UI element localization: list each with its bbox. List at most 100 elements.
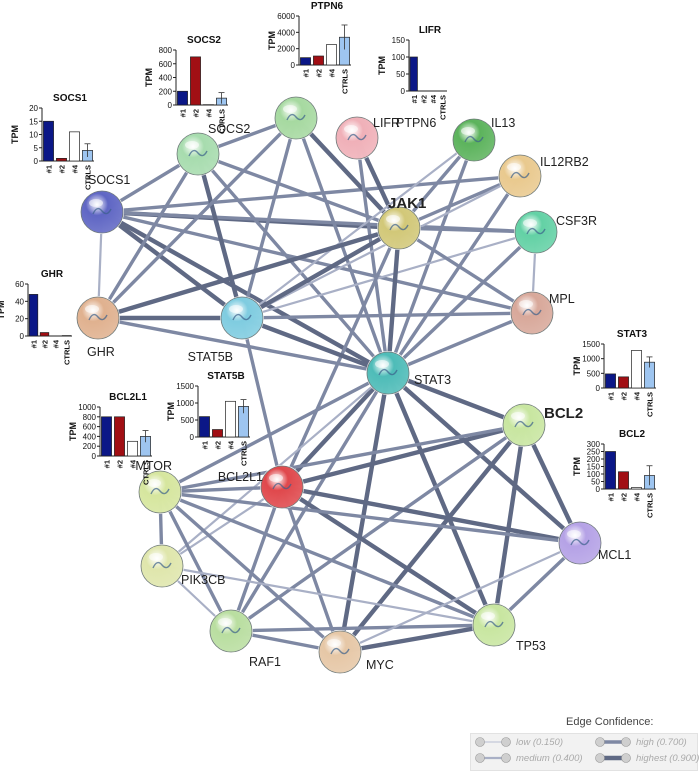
edge-bcl2l1-myc	[280, 485, 342, 654]
protein-structure-icon	[286, 113, 306, 121]
edge-bcl2-bcl2l1	[279, 422, 527, 490]
y-tick-label: 0	[596, 384, 601, 393]
y-tick-label: 0	[291, 61, 296, 70]
edge-socs1-stat5b	[99, 209, 245, 321]
protein-structure-icon	[221, 626, 241, 634]
edge-il12rb2-stat3	[386, 174, 522, 375]
edge-csf3r-stat5b	[240, 230, 538, 320]
node-label: SOCS2	[208, 122, 250, 136]
node-label: IL12RB2	[540, 155, 589, 169]
x-tick-label: #2	[620, 392, 629, 400]
edge-bcl2l1-raf1	[229, 485, 284, 633]
node-pik3cb[interactable]: PIK3CB	[140, 544, 225, 588]
node-label: STAT3	[414, 373, 451, 387]
y-tick-label: 5	[34, 144, 39, 153]
edge-lifr-stat3	[355, 136, 390, 375]
protein-structure-icon	[484, 620, 504, 628]
bar--2	[39, 332, 50, 337]
node-tp53[interactable]: TP53	[472, 603, 546, 653]
y-tick-label: 40	[15, 297, 24, 306]
bar--4	[326, 44, 337, 66]
y-tick-label: 600	[83, 423, 97, 432]
protein-structure-icon	[464, 135, 484, 143]
node-mtor[interactable]: MTOR	[135, 459, 182, 514]
node-label: CSF3R	[556, 214, 597, 228]
node-raf1[interactable]: RAF1	[209, 609, 281, 669]
protein-structure-icon	[514, 420, 534, 428]
legend-label: highest (0.900)	[636, 753, 699, 764]
y-tick-label: 50	[591, 478, 600, 487]
node-ghr[interactable]: GHR	[76, 296, 120, 359]
node-stat3[interactable]: STAT3	[366, 351, 451, 395]
edge-jak1-bcl2l1	[280, 226, 401, 489]
x-tick-label: #1	[30, 340, 39, 348]
node-mpl[interactable]: MPL	[510, 291, 575, 335]
node-myc[interactable]: MYC	[318, 630, 394, 674]
edge-ptpn6-ghr	[96, 116, 298, 320]
node-il13[interactable]: IL13	[452, 116, 515, 162]
x-tick-label: #2	[41, 340, 50, 348]
y-axis-label: TPM	[144, 68, 154, 87]
node-mcl1[interactable]: MCL1	[558, 521, 631, 565]
bar--2	[212, 429, 223, 438]
node-bcl2[interactable]: BCL2	[502, 403, 583, 447]
bar--4	[631, 350, 642, 389]
node-label: JAK1	[388, 195, 426, 212]
x-tick-label: #2	[620, 493, 629, 501]
node-lifr[interactable]: LIFR	[335, 116, 400, 160]
node-bcl2l1[interactable]: BCL2L1	[218, 465, 304, 509]
bar--2	[114, 416, 125, 457]
edge-stat3-tp53	[385, 370, 497, 628]
edge-bcl2-mtor	[158, 423, 526, 494]
legend-node-icon	[595, 753, 605, 763]
node-label: MPL	[549, 292, 575, 306]
x-tick-label: #1	[103, 460, 112, 468]
edge-stat3-bcl2	[385, 370, 527, 428]
protein-structure-icon	[150, 487, 170, 495]
x-tick-label: #1	[179, 109, 188, 117]
node-stat5b[interactable]: STAT5B	[188, 296, 264, 364]
chart-title: STAT5B	[207, 371, 244, 382]
node-label: SOCS1	[88, 173, 130, 187]
y-axis-label: TPM	[572, 357, 582, 376]
node-socs2[interactable]: SOCS2	[176, 122, 250, 176]
protein-structure-icon	[88, 313, 108, 321]
x-tick-label: #2	[419, 95, 428, 103]
edge-jak1-stat5b	[239, 225, 402, 321]
y-tick-label: 60	[15, 280, 24, 289]
bar--1	[43, 120, 54, 162]
chart-title: LIFR	[419, 25, 442, 36]
y-tick-label: 1500	[582, 340, 600, 349]
edge-ghr-stat3	[96, 316, 390, 375]
x-tick-label: #1	[607, 392, 616, 400]
y-tick-label: 4000	[277, 28, 295, 37]
node-ptpn6[interactable]: PTPN6	[274, 96, 436, 140]
edge-bcl2-tp53	[491, 422, 527, 628]
node-csf3r[interactable]: CSF3R	[514, 210, 597, 254]
node-jak1[interactable]: JAK1	[377, 195, 426, 250]
legend-item-high-0-700-: high (0.700)	[595, 737, 687, 748]
y-tick-label: 800	[159, 46, 173, 55]
edge-ptpn6-stat5b	[240, 116, 298, 320]
protein-structure-icon	[389, 223, 409, 231]
node-il12rb2[interactable]: IL12RB2	[498, 154, 589, 198]
node-socs1[interactable]: SOCS1	[80, 173, 130, 234]
node-label: LIFR	[373, 116, 400, 130]
node-label: PIK3CB	[181, 573, 225, 587]
edge-bcl2-myc	[337, 422, 527, 655]
edge-socs1-stat3	[99, 209, 391, 376]
edge-myc-tp53	[337, 622, 497, 655]
edge-mtor-tp53	[158, 490, 496, 627]
x-tick-label: CTRLS	[142, 460, 151, 485]
y-tick-label: 250	[587, 448, 601, 457]
node-label: STAT5B	[188, 350, 233, 364]
y-tick-label: 2000	[277, 45, 295, 54]
y-tick-label: 15	[29, 117, 38, 126]
bar--2	[618, 376, 629, 389]
